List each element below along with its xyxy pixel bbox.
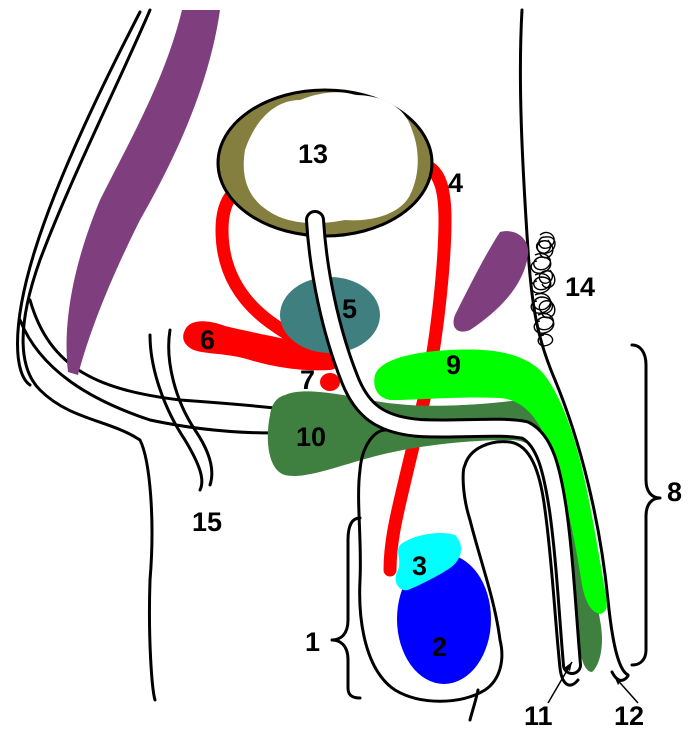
label-12: 12	[614, 701, 644, 731]
label-6: 6	[200, 325, 215, 355]
bracket-8	[632, 345, 660, 665]
label-3: 3	[412, 551, 427, 581]
label-4: 4	[448, 168, 463, 198]
label-7: 7	[300, 365, 315, 395]
pubic-hair	[531, 232, 555, 345]
pubic-bone	[453, 231, 528, 332]
label-5: 5	[342, 294, 357, 324]
bladder-lumen	[244, 92, 418, 223]
label-2: 2	[432, 632, 447, 662]
label-9: 9	[446, 350, 461, 380]
label-8: 8	[667, 477, 682, 507]
label-14: 14	[565, 272, 595, 302]
ejaculatory-duct-dot	[320, 373, 340, 391]
label-1: 1	[305, 627, 320, 657]
label-11: 11	[524, 701, 553, 731]
label-10: 10	[296, 422, 326, 452]
anal-canal-inner	[150, 335, 202, 490]
label-15: 15	[192, 507, 222, 537]
bracket-1	[332, 518, 360, 698]
spine-bone	[67, 10, 220, 375]
label-13: 13	[298, 139, 328, 169]
